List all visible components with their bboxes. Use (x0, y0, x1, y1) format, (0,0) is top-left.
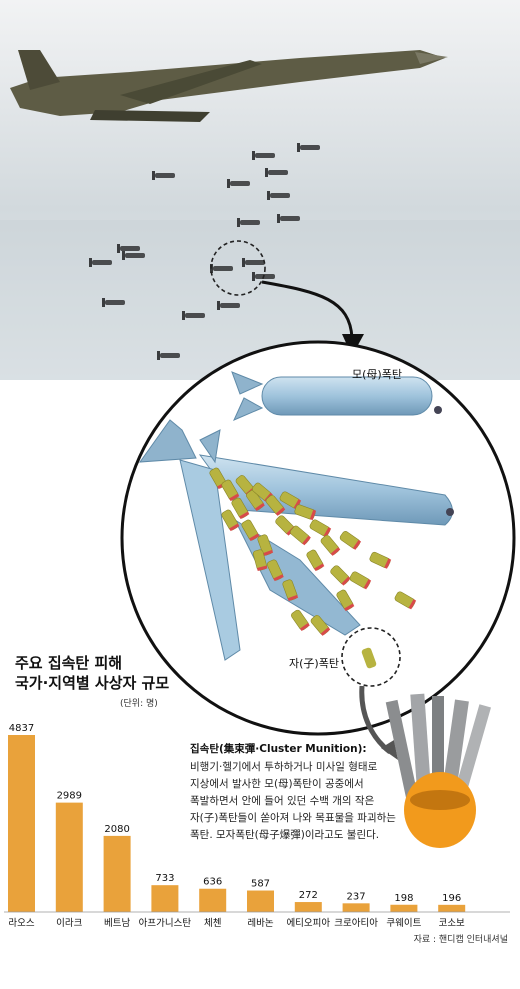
definition-line: 폭발하면서 안에 들어 있던 수백 개의 작은 (190, 794, 375, 807)
sub-munitions-group (209, 467, 417, 636)
falling-bomblet (182, 311, 205, 320)
bar-value-label: 2080 (104, 824, 129, 835)
definition-line: 비행기·헬기에서 투하하거나 미사일 형태로 (190, 760, 378, 773)
sub-munition (369, 551, 392, 569)
falling-bomblet (265, 168, 288, 177)
mother-bomb-label: 모(母)폭탄 (352, 368, 402, 381)
chart-title-line1: 주요 집속탄 피해 (15, 654, 122, 672)
sub-munition (266, 559, 284, 582)
bar-value-label: 587 (251, 879, 270, 890)
sub-munition (279, 491, 302, 510)
falling-bomblet (102, 298, 125, 307)
falling-bomblet (210, 264, 233, 273)
bomber-aircraft-illustration (10, 50, 448, 122)
bar-코소보 (438, 904, 466, 912)
falling-bomblet (89, 258, 112, 267)
sub-munition (394, 591, 417, 610)
sub-munition (282, 579, 299, 602)
category-label: 에티오피아 (286, 918, 330, 929)
sub-munition (231, 497, 250, 520)
bar-레바논 (247, 890, 274, 912)
bar-에티오피아 (294, 902, 322, 912)
bar-베트남 (103, 835, 131, 912)
falling-bomblet (217, 301, 240, 310)
bar-체첸 (199, 888, 227, 912)
curved-arrow-down (261, 280, 354, 339)
sub-munition (241, 519, 260, 542)
bar-쿠웨이트 (390, 904, 418, 912)
sub-munition (330, 565, 351, 586)
falling-bomblet (297, 143, 320, 152)
sub-bomb-focus-circle (341, 627, 401, 687)
source-note: 자료 : 핸디캡 인터내셔널 (414, 933, 508, 945)
sub-munition (265, 495, 286, 516)
sub-munition (349, 571, 372, 590)
bar-value-label: 198 (394, 893, 413, 904)
bar-라오스 (8, 735, 35, 912)
bar-value-label: 272 (299, 890, 318, 901)
falling-bomblet (227, 179, 250, 188)
sub-munition (246, 489, 265, 512)
sub-bomb-sample (361, 647, 377, 669)
sub-bomb-label: 자(子)폭탄 (289, 657, 339, 670)
definition-title: 집속탄(集束彈·Cluster Munition): (190, 742, 367, 755)
bar-value-label: 4837 (9, 723, 34, 734)
sub-munition (290, 525, 311, 546)
category-label: 코소보 (439, 918, 465, 929)
falling-bomblet (157, 351, 180, 360)
sub-munition (221, 479, 240, 502)
bar-크로아티아 (342, 903, 370, 912)
definition-line: 자(子)폭탄들이 쏟아져 나와 목표물을 파괴하는 (190, 811, 396, 824)
category-label: 레바논 (247, 918, 273, 929)
chart-title-line2: 국가·지역별 사상자 규모 (15, 674, 169, 692)
casualty-bar-chart: 4837 라오스 2989 이라크 2080 베트남 733 아프가니스탄 636 체첸 587 레바… (4, 723, 510, 929)
falling-bomblet (277, 214, 300, 223)
falling-bomblet (237, 218, 260, 227)
bar-value-label: 2989 (57, 791, 82, 802)
focus-circle-dashed (210, 240, 266, 296)
category-label: 아프가니스탄 (139, 918, 192, 929)
bar-value-label: 196 (442, 893, 461, 904)
definition-line: 지상에서 발사한 모(母)폭탄이 공중에서 (190, 778, 364, 790)
sub-munition (306, 549, 325, 572)
bar-value-label: 237 (347, 891, 366, 902)
category-label: 쿠웨이트 (386, 917, 421, 929)
falling-bomblet (122, 251, 145, 260)
falling-bomblets-group (89, 143, 320, 360)
definition-line: 폭탄. 모자폭탄(母子爆彈)이라고도 불린다. (190, 828, 379, 841)
sub-munition (320, 535, 341, 556)
sub-munition (221, 509, 240, 532)
unit-note: (단위: 명) (120, 698, 158, 709)
sub-munition (252, 549, 268, 571)
mother-bomb-illustration (231, 371, 442, 421)
sub-munition (309, 519, 332, 538)
sub-munition (291, 609, 310, 632)
sub-munition (294, 504, 317, 521)
falling-bomblet (252, 272, 275, 281)
category-label: 베트남 (104, 918, 130, 929)
bar-아프가니스탄 (151, 885, 179, 912)
falling-bomblet (252, 151, 275, 160)
sub-munition (336, 589, 355, 612)
sub-munition (339, 531, 362, 550)
falling-bomblet (242, 258, 265, 267)
sub-munition (257, 534, 274, 557)
category-label: 라오스 (8, 918, 34, 929)
category-label: 체첸 (204, 918, 221, 929)
category-label: 이라크 (56, 918, 82, 929)
falling-bomblet (267, 191, 290, 200)
falling-bomblet (152, 171, 175, 180)
category-label: 크로아티아 (334, 918, 378, 929)
exploded-munition-photo (385, 693, 491, 848)
bar-value-label: 733 (155, 873, 174, 884)
bar-이라크 (55, 802, 83, 912)
falling-bomblet (117, 244, 140, 253)
bar-value-label: 636 (203, 877, 222, 888)
sub-munition (310, 615, 331, 636)
